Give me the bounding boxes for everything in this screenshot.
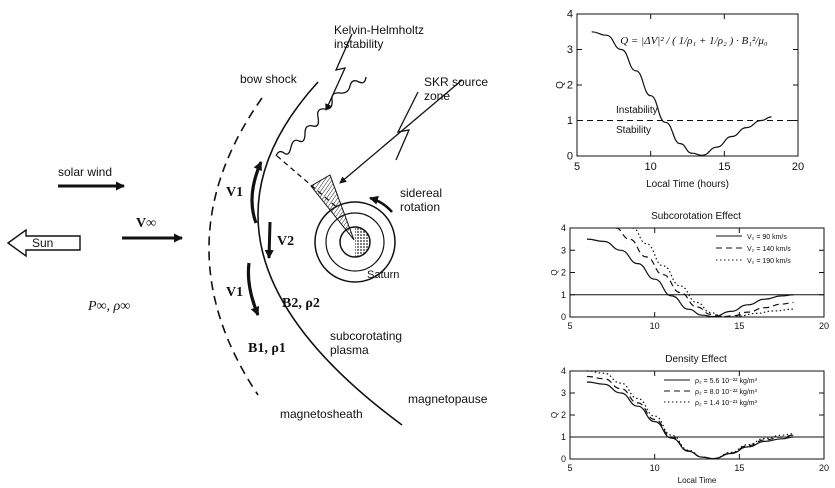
x-tick-label: 20 (819, 321, 829, 331)
y-axis-label: Q (550, 412, 559, 418)
series-line (632, 227, 794, 318)
x-tick-label: 5 (567, 463, 572, 473)
subcorotating-label-line1: subcorotating (330, 329, 402, 343)
skr-pointer (339, 79, 463, 184)
density-effect-chart: Density Effect 5 10 15 20 0 1 2 3 4Q Local Time ρ₂… (550, 354, 829, 485)
magnetopause-curve (257, 81, 403, 426)
v1-lower-arrow (246, 262, 260, 316)
y-tick-label: 0 (561, 454, 566, 464)
sun-label: Sun (32, 236, 53, 250)
kh-wave (275, 76, 367, 157)
x-tick-label: 5 (567, 321, 572, 331)
series-line (615, 227, 794, 318)
y-tick-label: 1 (561, 432, 566, 442)
x-tick-label: 10 (650, 321, 660, 331)
bow-shock-curve (208, 97, 263, 396)
sidereal-rotation-arrow (369, 195, 393, 213)
magnetopause-label: magnetopause (408, 392, 488, 406)
kh-label-line1: Kelvin-Helmholtz (334, 23, 424, 37)
y-tick-label: 1 (567, 115, 573, 127)
x-tick-label: 20 (819, 463, 829, 473)
y-tick-label: 2 (567, 80, 573, 92)
p-rho-inf-label: P∞, ρ∞ (87, 299, 130, 314)
kh-label-line2: instability (334, 37, 383, 51)
x-tick-label: 10 (645, 161, 657, 173)
series-line (586, 370, 794, 460)
density-title: Density Effect (665, 354, 727, 365)
saturn-planet (339, 226, 371, 258)
field-line-dashed (276, 155, 341, 211)
x-tick-label: 15 (734, 321, 744, 331)
q-vs-local-time-chart: Q = |ΔV|² / ( 1/ρ₁ + 1/ρ₂ ) · B₁²/μ₀ Ins… (555, 9, 804, 190)
legend-label: ρ₂ = 5.6 10⁻²² kg/m³ (695, 378, 758, 385)
x-axis-label: Local Time (678, 476, 717, 485)
legend-label: V₂ = 140 km/s (747, 246, 791, 253)
q-formula: Q = |ΔV|² / ( 1/ρ₁ + 1/ρ₂ ) · B₁²/μ₀ (620, 35, 768, 47)
legend-label: ρ₂ = 8.0 10⁻²² kg/m³ (695, 389, 758, 396)
y-tick-label: 1 (561, 290, 566, 300)
y-tick-label: 4 (561, 223, 566, 233)
b2-rho2-label: B2, ρ2 (282, 296, 320, 311)
y-axis-label: Q (550, 269, 559, 275)
stability-label: Stability (616, 125, 651, 136)
instability-label: Instability (616, 105, 658, 116)
y-axis-label: Q (555, 81, 566, 89)
subcorotating-label-line2: plasma (330, 343, 369, 357)
series-line (586, 238, 794, 318)
skr-source-cone (310, 174, 355, 241)
y-tick-label: 2 (561, 410, 566, 420)
y-tick-label: 4 (567, 9, 573, 21)
v2-label: V2 (277, 234, 294, 249)
x-tick-label: 15 (734, 463, 744, 473)
saturn-label: Saturn (367, 269, 399, 281)
solar-wind-label: solar wind (58, 165, 112, 179)
skr-label-line2: zone (424, 89, 450, 103)
v1-lower-label: V1 (226, 285, 243, 300)
legend-label: V₂ = 90 km/s (747, 234, 787, 241)
kh-pointer (325, 33, 353, 111)
series-line (591, 31, 772, 156)
series-line (586, 375, 794, 460)
x-tick-label: 15 (718, 161, 730, 173)
b1-rho1-label: B1, ρ1 (248, 341, 286, 356)
series-line (586, 381, 794, 460)
y-tick-label: 2 (561, 268, 566, 278)
legend-label: ρ₂ = 1.4 10⁻²¹ kg/m³ (695, 400, 758, 407)
y-tick-label: 3 (567, 44, 573, 56)
y-tick-label: 0 (567, 151, 573, 163)
x-tick-label: 20 (792, 161, 804, 173)
y-tick-label: 4 (561, 366, 566, 376)
v2-arrow (264, 221, 274, 259)
x-tick-label: 5 (574, 161, 580, 173)
skr-label-line1: SKR source (424, 75, 488, 89)
sun-arrow (6, 228, 81, 258)
saturn-night-side (355, 227, 370, 257)
skr-zigzag (395, 91, 419, 161)
magnetosphere-diagram: Kelvin-Helmholtz instability SKR source … (6, 23, 488, 426)
v-inf-label: V∞ (136, 216, 156, 231)
v1-upper-label: V1 (226, 185, 243, 200)
bow-shock-label: bow shock (240, 72, 298, 86)
y-tick-label: 3 (561, 245, 566, 255)
x-tick-label: 10 (650, 463, 660, 473)
y-tick-label: 3 (561, 388, 566, 398)
sidereal-label-line1: sidereal (400, 186, 442, 200)
legend-label: V₂ = 190 km/s (747, 258, 791, 265)
subcorotation-title: Subcorotation Effect (651, 211, 741, 222)
subcorotation-effect-chart: Subcorotation Effect 5 10 15 20 0 1 2 3 4Q V₂ = 9… (550, 211, 829, 331)
sidereal-label-line2: rotation (400, 200, 440, 214)
x-axis-label: Local Time (hours) (646, 179, 729, 190)
y-tick-label: 0 (561, 312, 566, 322)
v1-upper-arrow (250, 161, 263, 224)
magnetosheath-label: magnetosheath (280, 407, 363, 421)
